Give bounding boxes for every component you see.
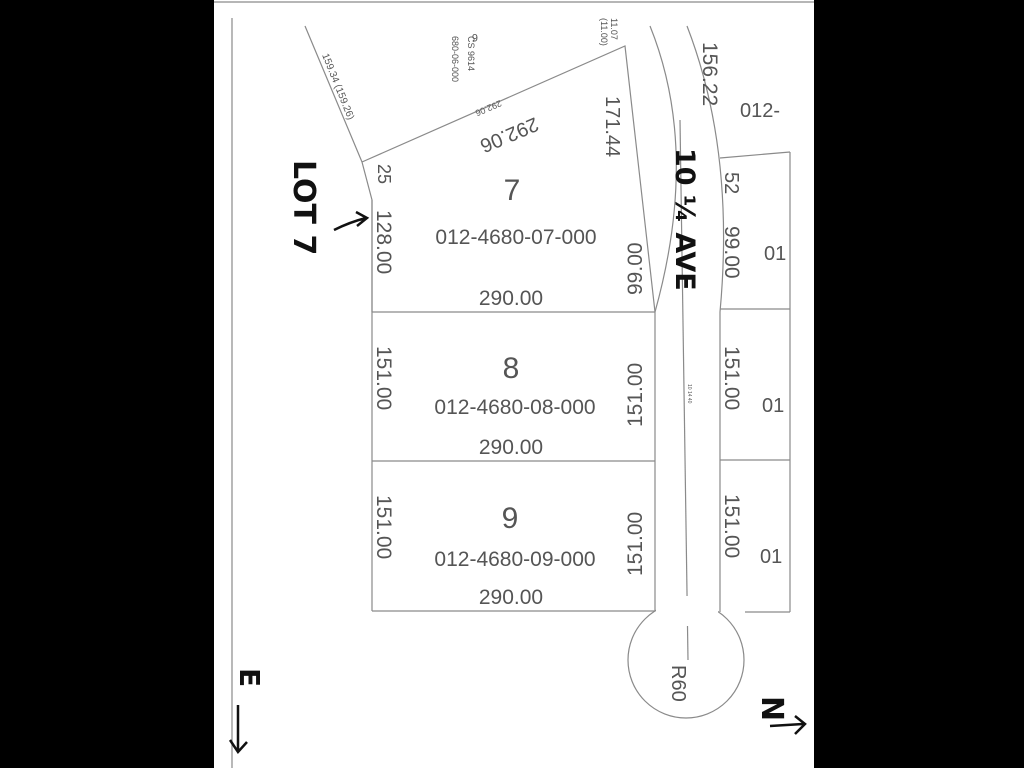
east-lot-a-side: 99.00 <box>720 226 743 279</box>
east-lot-c-side: 151.00 <box>720 494 743 558</box>
road-west-edge <box>649 25 677 313</box>
lot-9-number: 9 <box>502 502 519 535</box>
east-lot-a-left: 52 <box>720 172 742 194</box>
centerline-note: 10 14 40 <box>686 384 692 404</box>
lot-8-number: 8 <box>503 352 520 385</box>
lot-9-parcel: 012-4680-09-000 <box>434 548 595 571</box>
east-parcel-top: 012- <box>740 100 780 122</box>
lot-9-bottom-dim: 290.00 <box>479 586 543 609</box>
north-handwritten-label: N <box>754 696 789 721</box>
east-lot-b-parcel: 01 <box>762 395 784 417</box>
east-arrow-icon <box>228 705 248 755</box>
east-lot-b-side: 151.00 <box>720 346 743 410</box>
lot-8-right-dim: 151.00 <box>624 363 647 427</box>
lot-7-north-boundary <box>361 45 656 313</box>
lot-7-bottom-dim: 290.00 <box>479 287 543 310</box>
lot-7-corner-dim: 25 <box>374 164 394 184</box>
east-lot-north-line <box>719 151 791 159</box>
lot-6-corner: 11.07 <box>609 18 619 40</box>
lot-7-top-right-dim: 171.44 <box>601 96 623 157</box>
lot-6-corner-alt: (11.00) <box>599 18 609 46</box>
lot-7-right-dim: 99.00 <box>624 242 647 295</box>
lot-7-parcel: 012-4680-07-000 <box>435 226 596 249</box>
east-handwritten-label: E <box>233 668 266 687</box>
lot-8-parcel: 012-4680-08-000 <box>434 396 595 419</box>
lot-7-arrow-icon <box>333 210 370 232</box>
lot-9-right-dim: 151.00 <box>624 512 647 576</box>
north-arrow-icon <box>769 715 807 735</box>
lot-6-west-line <box>304 25 363 163</box>
paper-sheet <box>214 0 814 768</box>
lot-8-bottom-dim: 290.00 <box>479 436 543 459</box>
lot-9-left-dim: 151.00 <box>372 495 395 559</box>
cul-de-sac-radius: R60 <box>667 665 689 702</box>
east-lot-c-parcel: 01 <box>760 546 782 568</box>
cul-de-sac-mask <box>656 596 718 626</box>
road-centerline <box>679 119 689 661</box>
lot-8-left-dim: 151.00 <box>372 346 395 410</box>
east-frontage-dim: 156.22 <box>698 42 721 106</box>
lot-7-left-dim: 128.00 <box>372 210 395 274</box>
lot-6-cs: CS 9614 <box>466 36 476 71</box>
lot-7-number: 7 <box>504 174 521 207</box>
lot-7-handwritten-label: LOT 7 <box>286 160 321 255</box>
lot-6-parcel: 680-06-000 <box>450 36 460 82</box>
east-lot-a-parcel: 01 <box>764 243 786 265</box>
lot-6-number: 6 <box>472 31 478 43</box>
road-east-edge <box>686 25 725 313</box>
street-handwritten-label: 10 ¼ AVE <box>669 148 700 291</box>
